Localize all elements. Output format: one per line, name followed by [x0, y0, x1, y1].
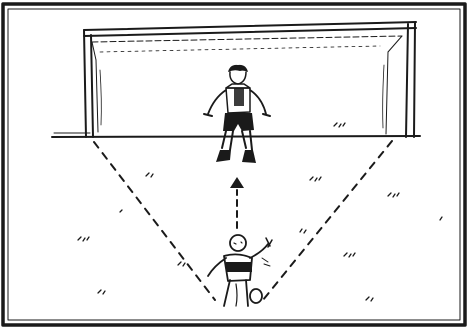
grass-tufts: [78, 123, 442, 301]
dashed-kick-angle-lines: [94, 141, 392, 300]
border-frame: [3, 4, 465, 325]
ball: [250, 289, 262, 303]
direction-arrow: [230, 177, 244, 228]
ground-line: [52, 133, 420, 137]
goalkeeper: [204, 65, 270, 163]
